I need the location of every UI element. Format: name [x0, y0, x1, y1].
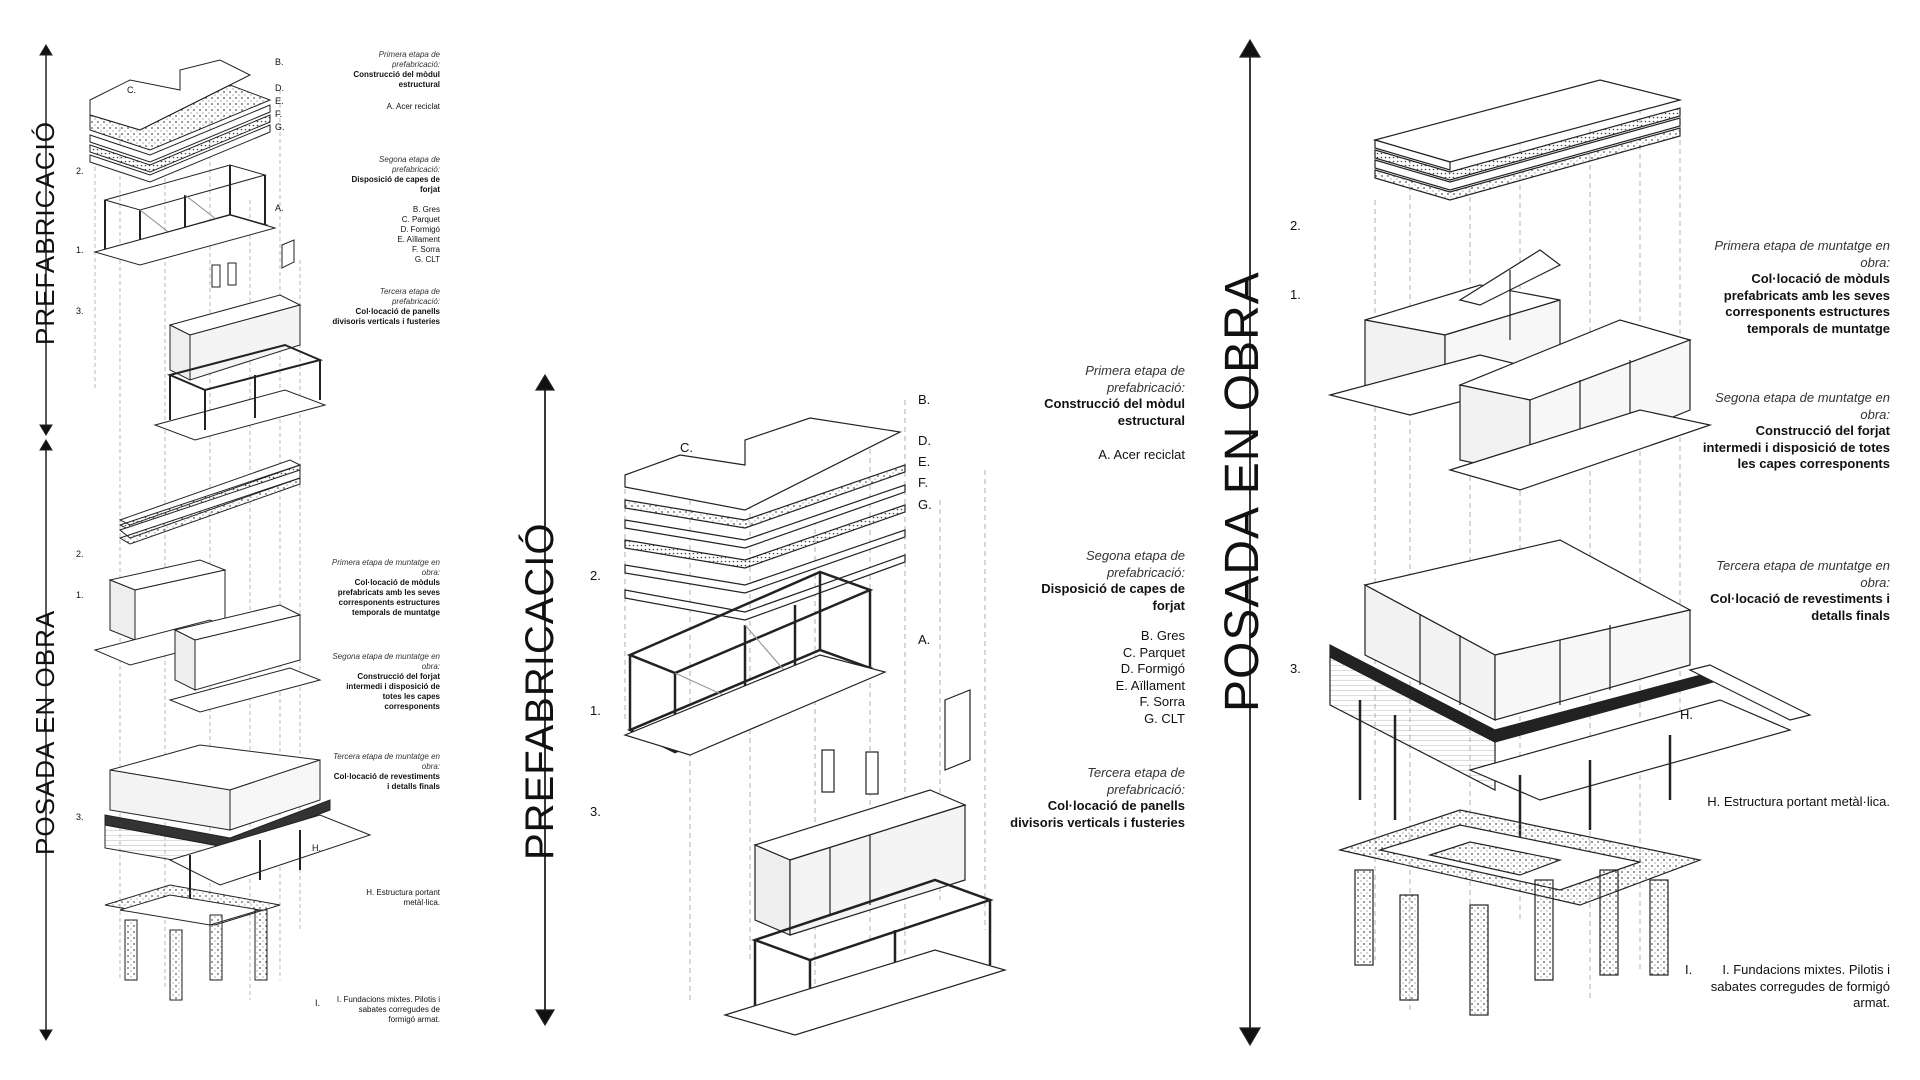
small-title-obra: POSADA EN OBRA — [30, 609, 60, 855]
right-label-h: H. — [1680, 707, 1693, 722]
right-label-i: I. — [1685, 962, 1693, 977]
middle-label-e: E. — [918, 454, 931, 469]
middle-label-b: B. — [918, 392, 931, 407]
middle-label-a: A. — [918, 632, 931, 647]
small-label-c: C. — [127, 85, 136, 95]
small-obra-step2: Segona etapa de muntatge en obra: Constr… — [332, 652, 440, 711]
small-label-f: F. — [275, 109, 283, 119]
small-step-o3: 3. — [76, 812, 84, 822]
small-label-b: B. — [275, 57, 284, 67]
right-obra-step3: Tercera etapa de muntatge en obra: Col·l… — [1710, 558, 1890, 623]
small-label-d: D. — [275, 83, 284, 93]
middle-step1-text: Primera etapa de prefabricació: Construc… — [1044, 363, 1185, 462]
middle-label-g: G. — [918, 497, 932, 512]
small-step-1: 1. — [76, 245, 84, 255]
right-obra-i: I. Fundacions mixtes. Pilotis i sabates … — [1710, 962, 1890, 1010]
small-label-e: E. — [275, 96, 284, 106]
small-label-i: I. — [315, 998, 321, 1008]
small-label-a: A. — [275, 203, 284, 213]
middle-title: PREFABRICACIÓ — [518, 522, 562, 860]
middle-step-3: 3. — [590, 804, 601, 819]
small-step-o1: 1. — [76, 590, 84, 600]
small-prefab-step1: Primera etapa de prefabricació: Construc… — [353, 50, 440, 111]
right-step-3: 3. — [1290, 661, 1301, 676]
small-obra-i: I. Fundacions mixtes. Pilotis i sabates … — [336, 995, 440, 1024]
small-obra-step1: Primera etapa de muntatge en obra: Col·l… — [331, 558, 440, 617]
small-label-g: G. — [275, 122, 285, 132]
middle-step3-text: Tercera etapa de prefabricació: Col·loca… — [1010, 765, 1185, 830]
small-label-h: H. — [312, 843, 321, 853]
right-panel-drawing — [1238, 38, 1812, 1047]
small-step-o2: 2. — [76, 549, 84, 559]
right-title: POSADA EN OBRA — [1216, 271, 1269, 712]
small-panel-drawing — [39, 44, 372, 1041]
small-prefab-step2: Segona etapa de prefabricació: Disposici… — [351, 155, 440, 264]
right-obra-step2: Segona etapa de muntatge en obra: Constr… — [1702, 390, 1890, 471]
small-title-prefab: PREFABRICACIÓ — [30, 121, 60, 345]
middle-panel-drawing — [534, 373, 1008, 1036]
middle-step-2: 2. — [590, 568, 601, 583]
middle-label-f: F. — [918, 475, 929, 490]
small-step-2: 2. — [76, 166, 84, 176]
middle-label-c: C. — [680, 440, 693, 455]
right-step-1: 1. — [1290, 287, 1301, 302]
middle-step2-text: Segona etapa de prefabricació: Disposici… — [1041, 548, 1185, 726]
small-prefab-step3: Tercera etapa de prefabricació: Col·loca… — [332, 287, 440, 326]
right-step-2: 2. — [1290, 218, 1301, 233]
small-step-3: 3. — [76, 306, 84, 316]
right-obra-step1: Primera etapa de muntatge en obra: Col·l… — [1714, 238, 1890, 336]
middle-label-d: D. — [918, 433, 931, 448]
small-obra-step3: Tercera etapa de muntatge en obra: Col·l… — [333, 752, 440, 791]
middle-step-1: 1. — [590, 703, 601, 718]
right-obra-h: H. Estructura portant metàl·lica. — [1707, 794, 1890, 809]
small-obra-h: H. Estructura portant metàl·lica. — [366, 888, 440, 907]
